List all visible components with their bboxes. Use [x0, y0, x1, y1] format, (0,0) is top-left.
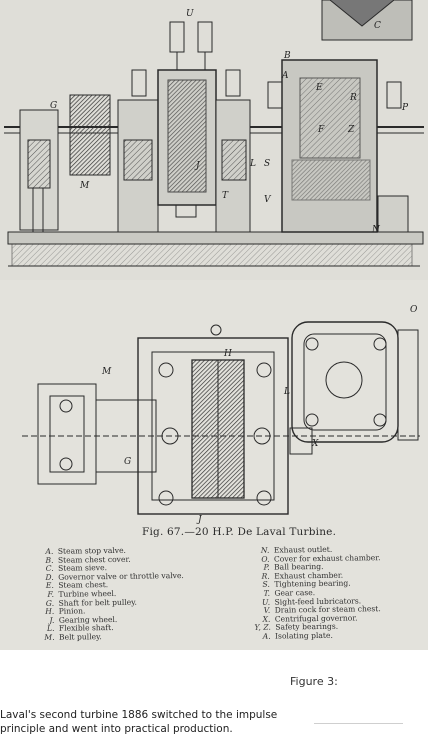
letter-p: P: [401, 103, 409, 113]
letter-l: L: [249, 159, 256, 169]
letter-c: C: [374, 21, 381, 31]
divider-line: [314, 723, 403, 724]
letter-f: F: [317, 125, 325, 135]
legend-right-text: Isolating plate.: [274, 630, 333, 641]
letter-g: G: [50, 101, 57, 111]
legend-left-key: M.: [44, 632, 55, 642]
legend-right: N. Exhaust outlet.O. Cover for exhaust c…: [253, 545, 381, 641]
figure-label: Figure 3:: [290, 675, 338, 688]
side-elevation: [4, 0, 424, 267]
letter-j-plan: J: [196, 515, 203, 525]
letter-t: T: [222, 191, 229, 201]
letter-m: M: [79, 181, 90, 191]
letter-n: N: [371, 225, 381, 235]
plan-view: [22, 321, 420, 515]
letter-s: S: [264, 159, 270, 169]
letter-o: O: [410, 305, 418, 315]
letter-z: Z: [347, 125, 355, 135]
letter-u: U: [186, 9, 194, 19]
letter-a: A: [281, 71, 289, 81]
legend-left-text: Belt pulley.: [58, 632, 102, 642]
figure-description: Laval's second turbine 1886 switched to …: [0, 709, 278, 735]
letter-v: V: [264, 195, 272, 205]
legend-left: A. Steam stop valve.B. Steam chest cover…: [37, 546, 184, 643]
figure-caption: Fig. 67.—20 H.P. De Laval Turbine.: [142, 526, 337, 538]
letter-r: R: [349, 93, 357, 103]
letter-b: B: [283, 51, 291, 61]
turbine-figure-image: U C B A E R P G M J T L S V N Z F H X O …: [0, 0, 428, 650]
turbine-drawing: U C B A E R P G M J T L S V N Z F H X O …: [4, 0, 424, 525]
letter-m-plan: M: [101, 367, 112, 377]
letter-e: E: [315, 83, 323, 93]
legend-right-key: A.: [262, 631, 271, 641]
letter-l-plan: L: [283, 387, 290, 397]
letter-x: X: [311, 439, 319, 449]
letter-j: J: [194, 161, 201, 171]
drawing-letters: U C B A E R P G M J T L S V N Z F H X O …: [50, 9, 418, 525]
legend-right-item: A. Isolating plate.: [255, 631, 382, 641]
letter-h: H: [223, 349, 232, 359]
letter-g-plan: G: [124, 457, 131, 467]
